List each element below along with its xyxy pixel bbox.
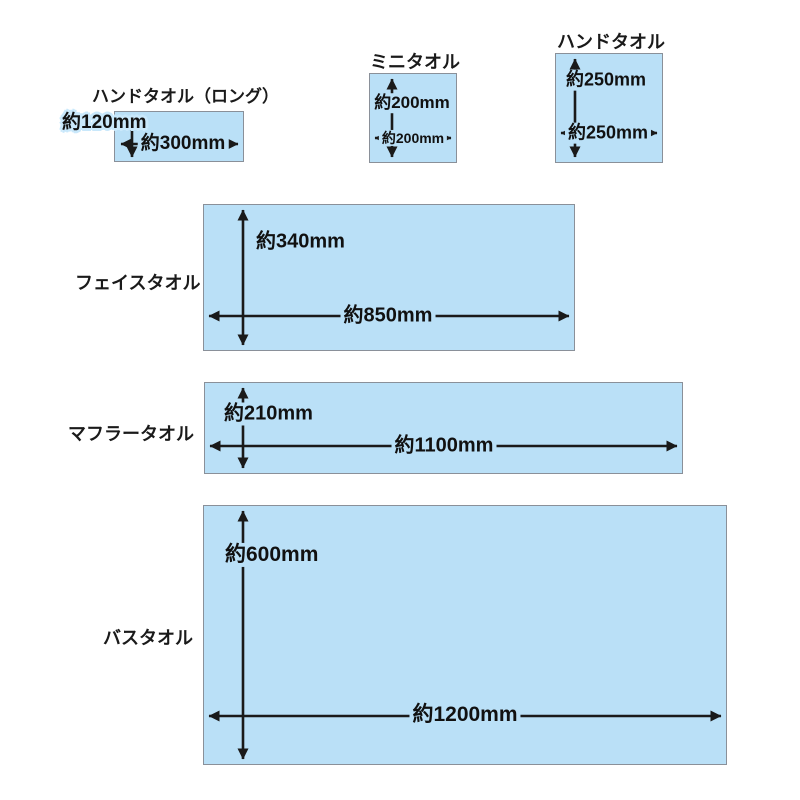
height-dimension-label-mini-towel: 約200mm: [371, 93, 453, 113]
towel-title-mini-towel: ミニタオル: [370, 52, 460, 72]
height-dimension-label-hand-towel: 約250mm: [562, 69, 650, 91]
height-dimension-label-hand-towel-long: 約120mm: [62, 112, 147, 134]
towel-rect-muffler-towel: [204, 382, 683, 474]
width-dimension-label-face-towel: 約850mm: [340, 304, 436, 328]
towel-rect-face-towel: [203, 204, 575, 351]
width-dimension-label-hand-towel-long: 約300mm: [137, 133, 229, 155]
width-dimension-label-mini-towel: 約200mm: [378, 129, 448, 147]
width-dimension-label-hand-towel: 約250mm: [564, 122, 652, 144]
towel-title-face-towel: フェイスタオル: [75, 273, 201, 293]
towel-title-hand-towel: ハンドタオル: [557, 32, 665, 52]
height-dimension-label-face-towel: 約340mm: [253, 230, 348, 254]
towel-title-hand-towel-long: ハンドタオル（ロング）: [92, 87, 279, 106]
towel-title-muffler-towel: マフラータオル: [68, 424, 194, 444]
height-dimension-label-bath-towel: 約600mm: [222, 542, 322, 568]
height-dimension-label-muffler-towel: 約210mm: [221, 402, 316, 426]
width-dimension-label-muffler-towel: 約1100mm: [391, 434, 497, 458]
width-dimension-label-bath-towel: 約1200mm: [409, 702, 521, 728]
towel-rect-mini-towel: [369, 73, 457, 163]
towel-title-bath-towel: バスタオル: [103, 628, 193, 648]
